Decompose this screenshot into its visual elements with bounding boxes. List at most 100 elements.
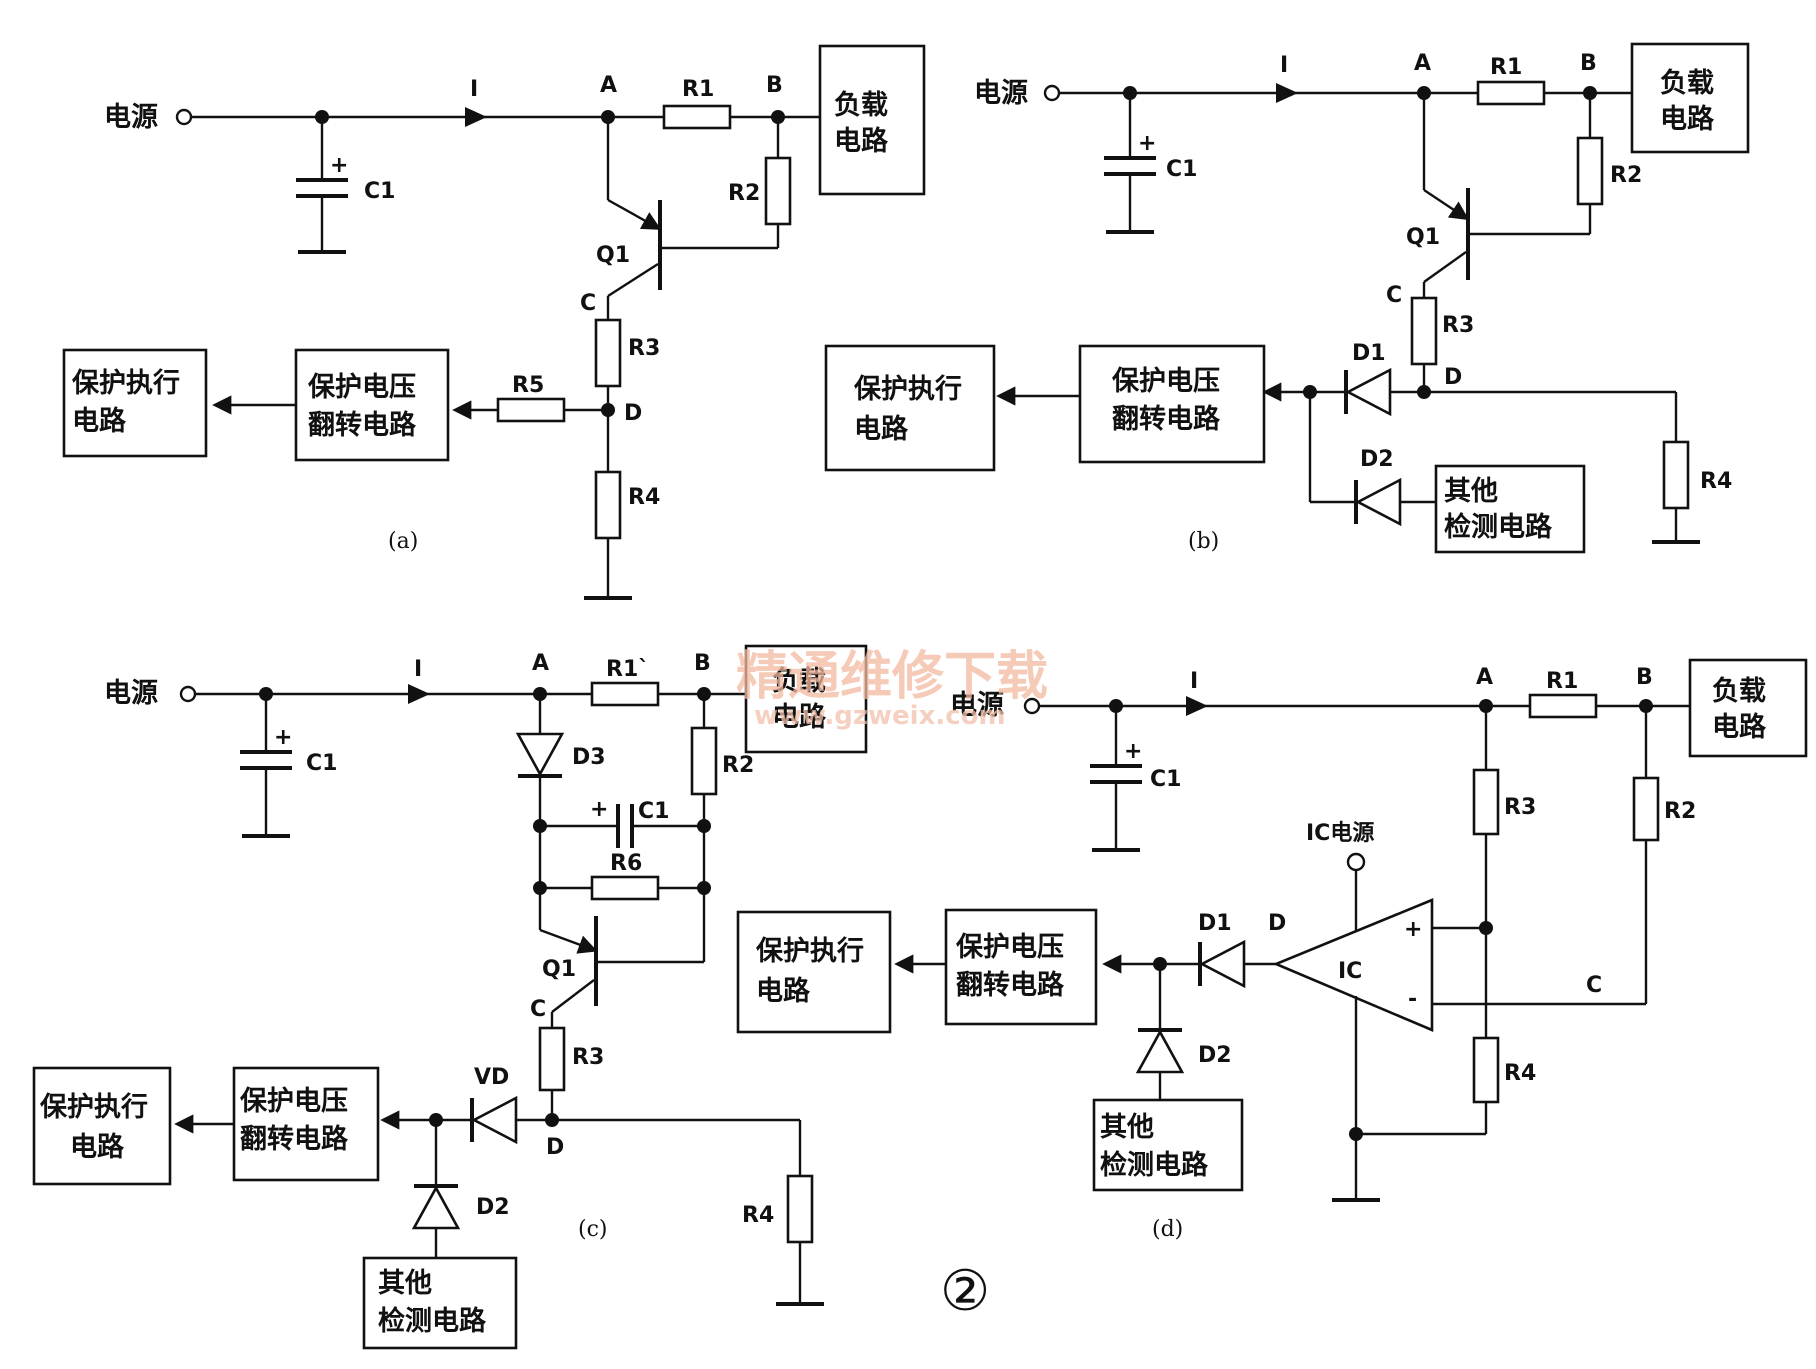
q1-label-c: Q1 <box>542 957 576 982</box>
other-line2-b: 检测电路 <box>1444 511 1553 543</box>
c1-label-c: C1 <box>306 751 337 776</box>
diode-d3-c <box>515 732 565 777</box>
node-b-label-b: B <box>1580 51 1597 76</box>
c1-label-a: C1 <box>364 179 395 204</box>
resistor-r1-b <box>1476 80 1546 106</box>
resistor-r1-a <box>662 104 732 130</box>
circuit-d: 电源 I + C1 A R1 B 负载 电路 R2 C R3 <box>736 658 1808 1242</box>
load-line2-a: 电路 <box>834 125 889 157</box>
node-d-label-c: D <box>546 1135 564 1160</box>
flip-box-c <box>232 1066 380 1182</box>
flip-box-b <box>1078 344 1266 464</box>
flip-box-a <box>294 348 450 462</box>
current-label-d: I <box>1190 669 1198 694</box>
resistor-r2-d <box>1632 776 1660 842</box>
exec-box-c <box>32 1066 172 1186</box>
power-label-a: 电源 <box>104 102 158 133</box>
circuit-b: 电源 I + C1 A R1 B 负载 电路 R2 Q1 C R3 <box>824 42 1750 554</box>
r2-label-a: R2 <box>728 181 760 206</box>
caption-a: (a) <box>388 529 418 554</box>
ic-minus-d: - <box>1408 987 1417 1012</box>
diode-d2-b <box>1355 477 1402 527</box>
c1-plus-b: + <box>1138 131 1156 156</box>
watermark-name: 精通维修下载 <box>736 646 1048 707</box>
resistor-r4-c <box>786 1174 814 1244</box>
exec-line2-b: 电路 <box>854 413 909 445</box>
exec-box-d <box>736 910 892 1034</box>
resistor-r2-a <box>764 156 792 226</box>
c1-label-b: C1 <box>1166 157 1197 182</box>
current-arrow-d <box>1186 696 1208 716</box>
exec-line2-d: 电路 <box>756 975 811 1007</box>
resistor-r3-d <box>1472 768 1500 836</box>
q1-emitter-c <box>539 928 598 954</box>
r3-label-b: R3 <box>1442 313 1474 338</box>
current-arrow-a <box>465 107 487 127</box>
resistor-r4-b <box>1662 440 1690 510</box>
current-label-a: I <box>470 77 478 102</box>
node-c-label-d: C <box>1586 973 1602 998</box>
flip-line1-b: 保护电压 <box>1111 366 1220 397</box>
other-line1-b: 其他 <box>1444 476 1498 507</box>
exec-box-b <box>824 344 996 472</box>
r3-label-a: R3 <box>628 336 660 361</box>
r1-label-b: R1 <box>1490 55 1522 80</box>
ic-label-d: IC <box>1338 959 1362 984</box>
q1-collector-b <box>1423 251 1467 283</box>
load-line1-a: 负载 <box>834 90 888 121</box>
load-line2-c: 电路 <box>772 701 827 733</box>
c1-plus-d: + <box>1124 739 1142 764</box>
caption-b: (b) <box>1188 529 1219 554</box>
flip-line2-d: 翻转电路 <box>956 969 1065 1001</box>
node-d-label-b: D <box>1444 365 1462 390</box>
ic-power-terminal-d <box>1346 852 1366 872</box>
current-arrow-b <box>1276 83 1298 103</box>
load-box-a <box>818 44 926 196</box>
load-line2-d: 电路 <box>1712 711 1767 743</box>
load-box-b <box>1630 42 1750 154</box>
d1-label-b: D1 <box>1352 341 1386 366</box>
diode-d1-d <box>1199 939 1246 989</box>
r4-label-b: R4 <box>1700 469 1732 494</box>
circuit-a: 电源 I + C1 A R1 B 负载 电路 R2 <box>62 44 926 600</box>
other-line2-d: 检测电路 <box>1100 1149 1209 1181</box>
diode-d1-b <box>1345 367 1392 417</box>
c1-plus-c: + <box>274 725 292 750</box>
r3-label-d: R3 <box>1504 795 1536 820</box>
diode-d2-d <box>1135 1029 1185 1074</box>
node-a-label-c: A <box>532 651 549 676</box>
exec-line1-d: 保护执行 <box>755 935 864 967</box>
exec-line1-b: 保护执行 <box>853 373 962 405</box>
node-b-label-a: B <box>766 73 783 98</box>
d2-label-b: D2 <box>1360 447 1394 472</box>
power-label-c: 电源 <box>104 678 158 709</box>
r2-label-b: R2 <box>1610 163 1642 188</box>
node-d-label-a: D <box>624 401 642 426</box>
figure-number: ② <box>940 1259 990 1324</box>
other-line1-d: 其他 <box>1100 1112 1154 1143</box>
flip-line1-c: 保护电压 <box>239 1086 348 1117</box>
current-arrow-c <box>408 684 430 704</box>
exec-line2-a: 电路 <box>72 405 127 437</box>
q1-collector-a <box>607 262 659 298</box>
power-terminal-b <box>1043 84 1061 102</box>
other-line1-c: 其他 <box>378 1268 432 1299</box>
node-d-label-d: D <box>1268 911 1286 936</box>
resistor-r4-a <box>594 470 622 540</box>
load-line1-b: 负载 <box>1660 68 1714 99</box>
node-a-label-a: A <box>600 73 617 98</box>
r1-label-a: R1 <box>682 77 714 102</box>
node-a-label-b: A <box>1414 51 1431 76</box>
load-line2-b: 电路 <box>1660 103 1715 135</box>
exec-line1-a: 保护执行 <box>71 367 180 399</box>
load-line1-c: 负载 <box>772 666 826 697</box>
q1-collector-c <box>551 979 595 1013</box>
other-box-d <box>1092 1098 1244 1192</box>
power-terminal-a <box>175 108 193 126</box>
power-terminal-c <box>179 685 197 703</box>
diode-d2-c <box>411 1185 461 1230</box>
q1-emitter-a <box>607 198 662 230</box>
resistor-r4-d <box>1472 1036 1500 1104</box>
r6-label-c: R6 <box>610 851 642 876</box>
